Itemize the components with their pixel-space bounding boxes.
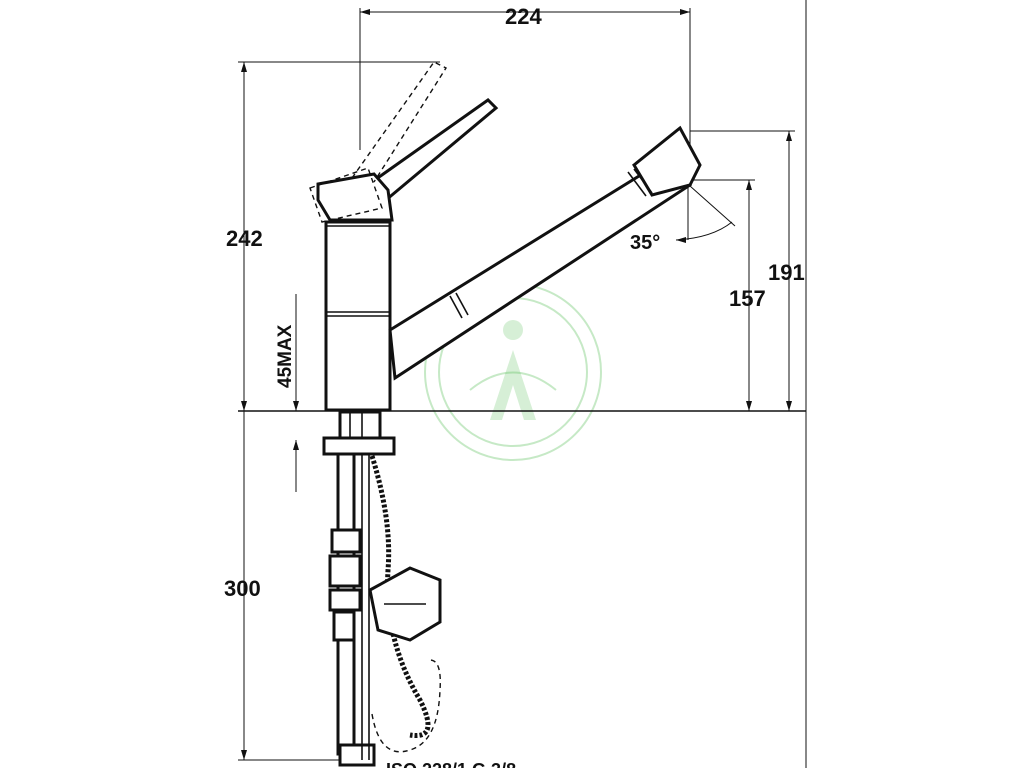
dim-width-label: 224 [505,4,542,29]
dim-max-thickness-label: 45MAX [275,324,296,388]
dim-outlet-height-label: 157 [729,286,766,311]
dimension-spout-height: 191 [690,130,805,411]
dimension-angle: 35° [630,185,736,254]
dimension-max-thickness: 45MAX [275,294,299,492]
faucet-body [316,98,702,412]
dimension-total-height: 242 [226,61,440,411]
dim-below-counter-label: 300 [224,576,261,601]
dimension-width: 224 [359,4,691,150]
dim-total-height-label: 242 [226,226,263,251]
connection-note: ISO 228/1 G 3/8 [386,760,516,768]
dimension-below-counter: 300 [224,411,350,761]
lever-alt-position [309,61,448,223]
dimension-outlet-height: 157 [690,179,766,411]
under-counter-assembly [322,410,442,767]
dim-spout-height-label: 191 [768,260,805,285]
dim-angle-label: 35° [630,232,660,254]
